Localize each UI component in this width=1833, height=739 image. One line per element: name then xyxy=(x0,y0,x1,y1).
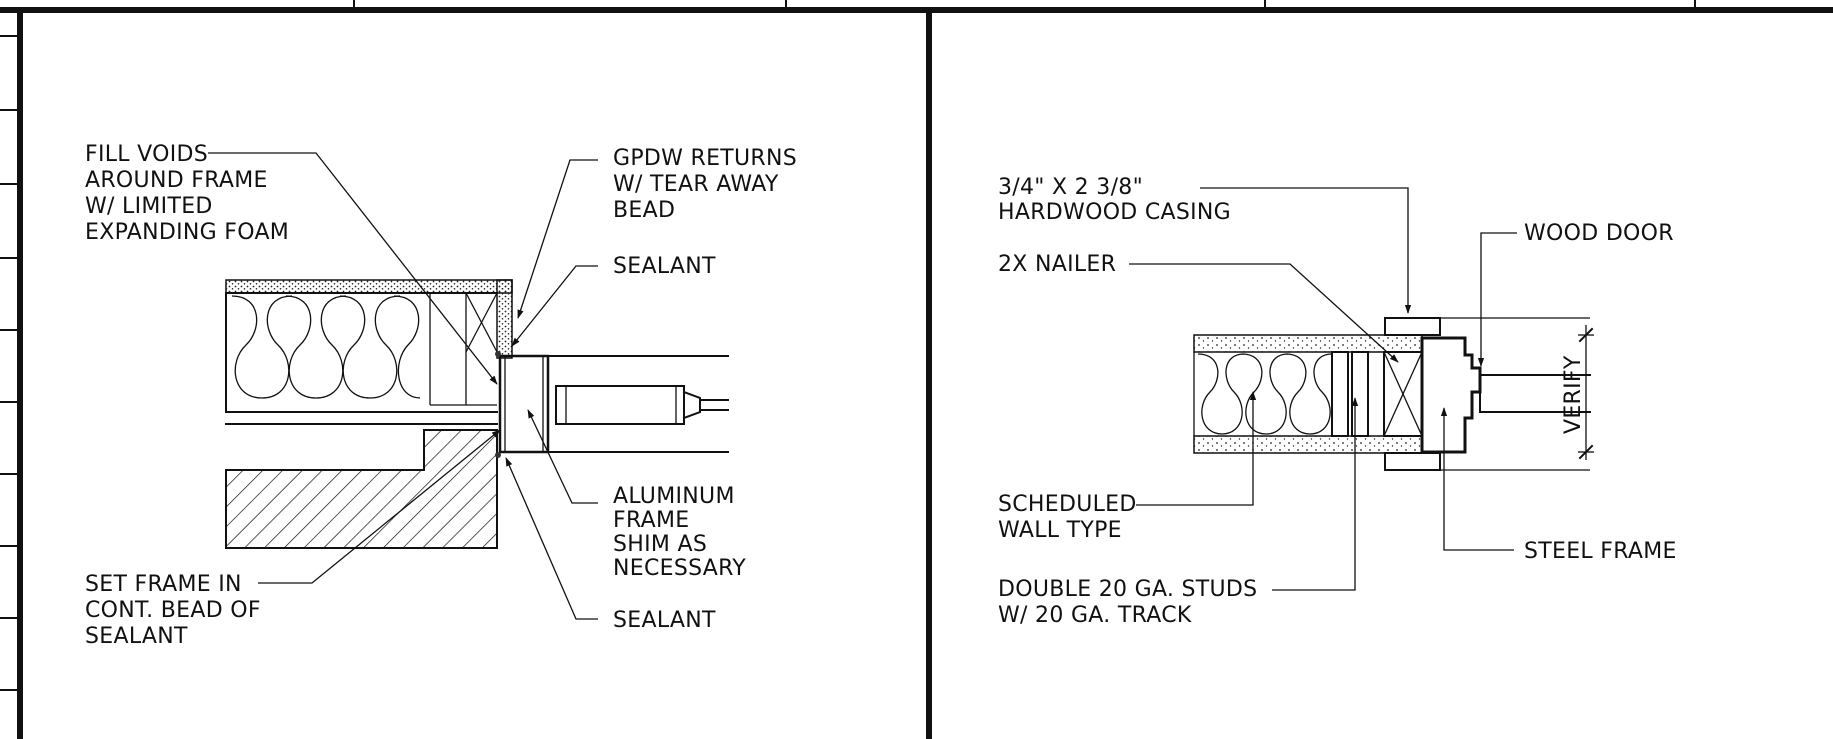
batt-insulation-right xyxy=(1197,353,1333,435)
label-gpdw-returns: GPDW RETURNS W/ TEAR AWAY BEAD xyxy=(613,146,797,223)
svg-text:SHIM AS: SHIM AS xyxy=(613,532,707,557)
svg-text:W/ 20 GA. TRACK: W/ 20 GA. TRACK xyxy=(998,603,1192,628)
svg-text:SEALANT: SEALANT xyxy=(85,624,188,649)
border-ticks xyxy=(0,35,21,691)
label-set-frame: SET FRAME IN CONT. BEAD OF SEALANT xyxy=(85,572,261,649)
label-hardwood-casing: 3/4" X 2 3/8" HARDWOOD CASING xyxy=(998,175,1231,225)
label-sealant-top: SEALANT xyxy=(613,254,716,279)
svg-text:ALUMINUM: ALUMINUM xyxy=(613,484,735,509)
svg-text:SCHEDULED: SCHEDULED xyxy=(998,492,1137,517)
label-aluminum-frame: ALUMINUM FRAME SHIM AS NECESSARY xyxy=(613,484,746,581)
svg-text:AROUND FRAME: AROUND FRAME xyxy=(85,168,268,193)
label-verify: VERIFY xyxy=(1561,355,1586,434)
label-sealant-bottom: SEALANT xyxy=(613,608,716,633)
label-scheduled-wall-type: SCHEDULED WALL TYPE xyxy=(998,492,1137,543)
svg-text:3/4" X 2 3/8": 3/4" X 2 3/8" xyxy=(998,175,1143,200)
label-double-studs: DOUBLE 20 GA. STUDS W/ 20 GA. TRACK xyxy=(998,577,1257,628)
svg-text:WALL TYPE: WALL TYPE xyxy=(998,518,1122,543)
svg-text:NECESSARY: NECESSARY xyxy=(613,556,746,581)
batt-insulation xyxy=(231,295,421,399)
svg-text:W/ TEAR AWAY: W/ TEAR AWAY xyxy=(613,172,779,197)
svg-text:HARDWOOD CASING: HARDWOOD CASING xyxy=(998,200,1231,225)
svg-text:GPDW RETURNS: GPDW RETURNS xyxy=(613,146,797,171)
svg-text:BEAD: BEAD xyxy=(613,198,675,223)
label-steel-frame: STEEL FRAME xyxy=(1524,539,1677,564)
svg-text:FRAME: FRAME xyxy=(613,508,689,533)
svg-text:FILL VOIDS: FILL VOIDS xyxy=(85,142,208,167)
right-detail-drawing xyxy=(1193,317,1594,471)
svg-text:EXPANDING FOAM: EXPANDING FOAM xyxy=(85,220,289,245)
svg-text:W/ LIMITED: W/ LIMITED xyxy=(85,194,213,219)
svg-text:DOUBLE 20 GA. STUDS: DOUBLE 20 GA. STUDS xyxy=(998,577,1257,602)
label-wood-door: WOOD DOOR xyxy=(1524,221,1674,246)
right-leaders xyxy=(1129,187,1517,591)
left-leaders xyxy=(208,152,598,620)
svg-text:SET FRAME IN: SET FRAME IN xyxy=(85,572,242,597)
label-2x-nailer: 2X NAILER xyxy=(998,252,1116,277)
svg-text:CONT. BEAD OF: CONT. BEAD OF xyxy=(85,598,261,623)
label-fill-voids: FILL VOIDS AROUND FRAME W/ LIMITED EXPAN… xyxy=(85,142,289,245)
